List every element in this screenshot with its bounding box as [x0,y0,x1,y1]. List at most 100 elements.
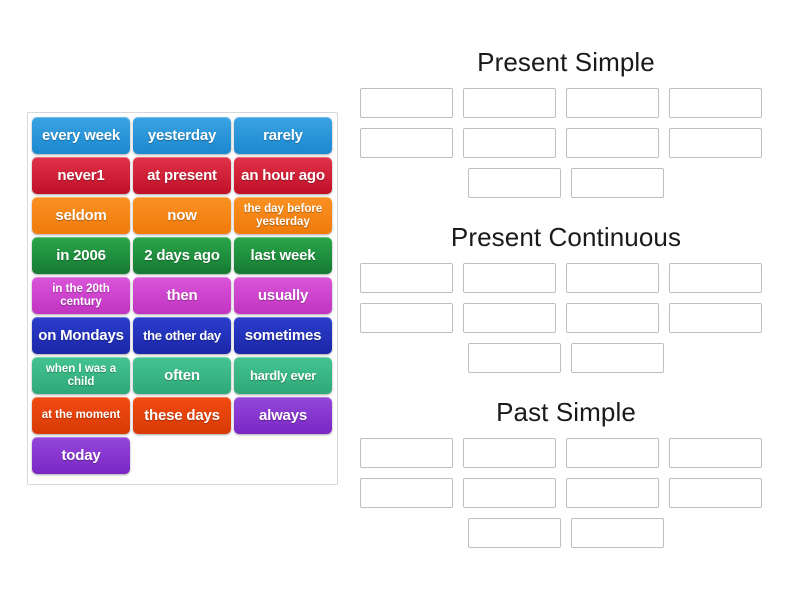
word-tile-label: always [258,406,307,424]
slot-row [360,303,772,333]
drop-slot[interactable] [463,478,556,508]
drop-slot[interactable] [360,438,453,468]
drop-slot[interactable] [468,518,561,548]
word-tile-label: every week [41,126,121,144]
drop-slot[interactable] [669,263,762,293]
category-title: Past Simple [496,397,636,427]
word-tile[interactable]: rarely [234,117,332,154]
drop-slot[interactable] [463,438,556,468]
word-tile[interactable]: sometimes [234,317,332,354]
drop-slot[interactable] [360,303,453,333]
word-tile-label: in the 20th century [52,283,110,308]
word-tile-label: rarely [263,126,303,144]
slot-row [360,168,772,198]
word-tile[interactable]: on Mondays [32,317,130,354]
category-title: Present Simple [477,47,655,77]
word-tile[interactable]: when I was a child [32,357,130,394]
word-tile[interactable]: never1 [32,157,130,194]
slot-row [360,343,772,373]
word-tile-label: the day before yesterday [243,203,323,228]
word-tile-label: at present [147,166,217,184]
word-tile[interactable]: now [133,197,231,234]
drop-slot[interactable] [360,128,453,158]
word-tile-label: yesterday [147,126,217,144]
word-tile[interactable]: in the 20th century [32,277,130,314]
word-tile[interactable]: usually [234,277,332,314]
word-tile-label: today [61,446,101,464]
drop-slot[interactable] [463,128,556,158]
word-tile[interactable]: last week [234,237,332,274]
word-tile[interactable]: at the moment [32,397,130,434]
word-tile-label: usually [257,286,309,304]
slot-row [360,88,772,118]
drop-slot[interactable] [669,88,762,118]
drop-slot[interactable] [571,343,664,373]
drop-slot[interactable] [463,88,556,118]
drop-slot[interactable] [468,168,561,198]
word-tile-label: seldom [55,206,107,224]
word-tile[interactable]: often [133,357,231,394]
word-tile-label: 2 days ago [144,246,220,264]
drop-slot[interactable] [669,438,762,468]
drop-slot[interactable] [566,303,659,333]
word-tile-label: these days [144,406,220,424]
word-tile-label: often [164,366,200,384]
drop-slot[interactable] [571,518,664,548]
word-tile[interactable]: 2 days ago [133,237,231,274]
word-tile[interactable]: the day before yesterday [234,197,332,234]
word-tile[interactable]: every week [32,117,130,154]
word-tile[interactable]: in 2006 [32,237,130,274]
word-tile-label: the other day [143,327,221,343]
word-tile-label: sometimes [244,326,322,344]
word-tile-label: then [166,286,198,304]
category-group-past-simple: Past Simple [360,395,772,558]
drop-slot[interactable] [566,128,659,158]
drop-slot[interactable] [669,303,762,333]
word-tile-label: at the moment [41,409,121,422]
slot-rows [360,263,772,373]
word-tile[interactable]: the other day [133,317,231,354]
category-group-present-simple: Present Simple [360,45,772,208]
category-group-present-continuous: Present Continuous [360,220,772,383]
slot-row [360,128,772,158]
word-tile-label: in 2006 [56,246,106,264]
drop-slot[interactable] [360,478,453,508]
drop-slot[interactable] [463,303,556,333]
category-title: Present Continuous [450,222,682,252]
word-tile-label: an hour ago [241,166,325,184]
slot-row [360,478,772,508]
word-tile[interactable]: at present [133,157,231,194]
slot-rows [360,88,772,198]
drop-slot[interactable] [566,263,659,293]
drop-slot[interactable] [566,88,659,118]
word-tile-label: when I was a child [45,363,117,388]
drop-slot[interactable] [669,128,762,158]
word-tile[interactable]: these days [133,397,231,434]
drop-slot[interactable] [669,478,762,508]
drop-slot[interactable] [566,438,659,468]
drop-slot[interactable] [360,88,453,118]
drop-slot[interactable] [468,343,561,373]
word-tile[interactable]: then [133,277,231,314]
word-tile[interactable]: today [32,437,130,474]
drop-slot[interactable] [566,478,659,508]
tile-grid: every week yesterday rarely never1 at presen… [32,117,334,474]
drop-slot[interactable] [571,168,664,198]
word-tile-label: on Mondays [38,326,124,344]
slot-row [360,518,772,548]
word-tile[interactable]: always [234,397,332,434]
word-tile-label: never1 [57,166,105,184]
slot-row [360,263,772,293]
word-tile[interactable]: hardly ever [234,357,332,394]
word-tile-label: last week [250,246,316,264]
slot-row [360,438,772,468]
word-tile[interactable]: an hour ago [234,157,332,194]
word-tile-label: now [167,206,197,224]
word-tile[interactable]: seldom [32,197,130,234]
word-tile[interactable]: yesterday [133,117,231,154]
tile-panel: every week yesterday rarely never1 at presen… [27,112,338,485]
slot-rows [360,438,772,548]
drop-slot[interactable] [360,263,453,293]
drop-slot[interactable] [463,263,556,293]
